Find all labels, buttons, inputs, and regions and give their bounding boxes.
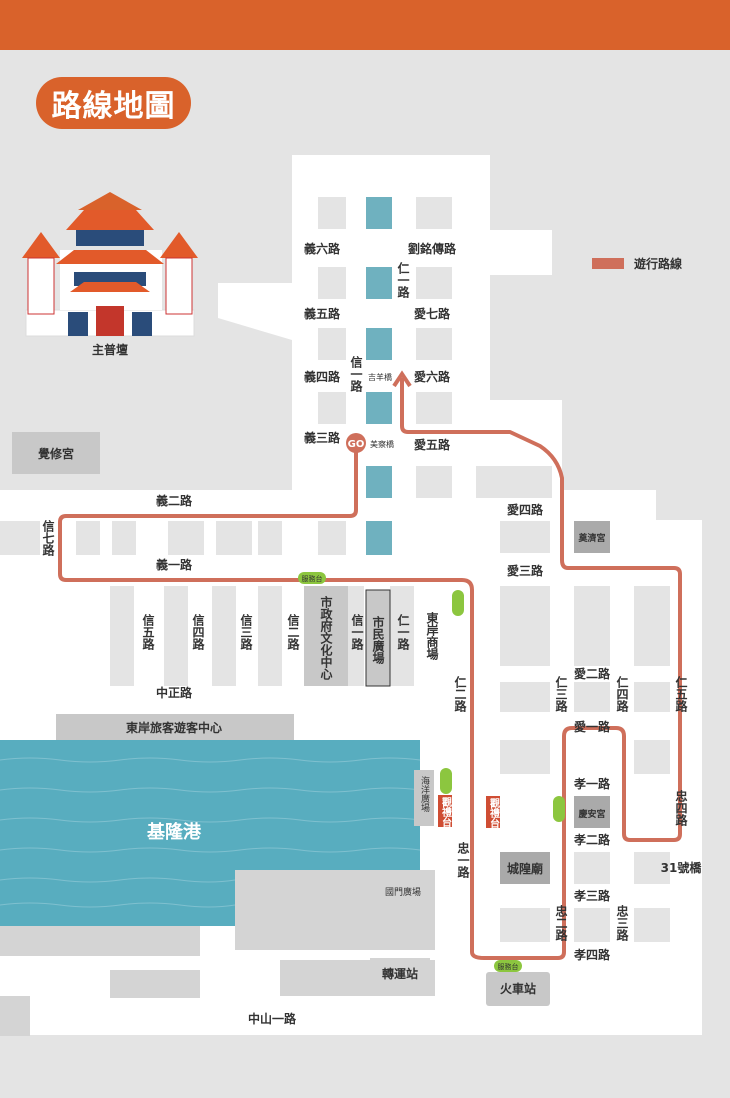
guolou-stage2-label: 觀禮台 xyxy=(488,797,500,829)
citizen-square-block xyxy=(365,589,391,687)
road-label: 中正路 xyxy=(156,685,193,700)
service-desk-label: 服務台 xyxy=(302,574,323,583)
road-label: 孝四路 xyxy=(573,947,611,962)
jiaoxiu-temple-block xyxy=(12,432,100,474)
go-marker xyxy=(346,433,366,453)
road-label: 中山一路 xyxy=(248,1011,297,1026)
bridge31-label: 31號橋 xyxy=(661,860,703,875)
blue-plazas xyxy=(366,197,392,555)
lower-blocks xyxy=(0,870,435,1036)
road-label: 愛七路 xyxy=(414,306,451,321)
road-label: 義一路 xyxy=(156,557,193,572)
jiyang-bridge-label: 吉羊橋 xyxy=(368,372,392,382)
route-arrow-icon xyxy=(392,370,412,388)
road-label: 忠二路 xyxy=(554,904,568,942)
guolou-stage-label: 觀禮台 xyxy=(440,796,452,828)
service-desk-icons xyxy=(298,572,565,972)
road-label: 仁三路 xyxy=(554,675,568,713)
city-blocks xyxy=(0,197,702,942)
harbor-label: 基隆港 xyxy=(146,821,202,843)
road-label: 劉銘傳路 xyxy=(407,241,457,256)
road-label: 愛六路 xyxy=(414,369,451,384)
road-label: 義三路 xyxy=(304,430,341,445)
road-label: 愛一路 xyxy=(574,719,611,734)
train-station-block xyxy=(486,972,550,1006)
road-label: 義四路 xyxy=(304,369,341,384)
guolou-stage2-block xyxy=(486,796,500,828)
transfer-station-label: 轉運站 xyxy=(382,966,418,981)
guomen-plaza-label: 國門廣場 xyxy=(385,886,421,898)
parade-route xyxy=(58,378,682,960)
page-title: 路線地圖 xyxy=(36,77,191,129)
road-label: 義二路 xyxy=(156,493,193,508)
legend: 遊行路線 xyxy=(592,255,682,272)
road-label: 仁一路 xyxy=(396,261,410,299)
qingan-temple-block xyxy=(574,796,610,828)
road-label: 忠四路 xyxy=(674,789,688,827)
train-station-label: 火車站 xyxy=(500,981,536,996)
ocean-plaza-block xyxy=(414,770,434,826)
road-label: 信一路 xyxy=(349,355,363,393)
road-label: 信三路 xyxy=(239,613,253,651)
road-label: 孝三路 xyxy=(573,888,611,903)
dianji-temple-block xyxy=(574,521,610,553)
road-label: 信五路 xyxy=(141,613,155,651)
road-label: 忠一路 xyxy=(456,841,470,879)
road-label: 愛四路 xyxy=(507,502,544,517)
ocean-plaza-label: 海洋廣場 xyxy=(419,775,430,813)
go-label: GO xyxy=(348,439,365,450)
terminal-label: 東岸旅客遊客中心 xyxy=(126,720,222,735)
road-label: 愛三路 xyxy=(507,563,544,578)
road-label: 仁一路 xyxy=(396,613,410,651)
citizen-square-label: 市民廣場 xyxy=(371,615,385,665)
civic-center-block xyxy=(304,586,348,686)
vertical-road-labels: 仁一路 信一路 信七路 信五路 信四路 信三路 信二路 信一路 仁一路 仁二路 … xyxy=(41,261,688,942)
road-label: 信二路 xyxy=(286,613,300,651)
east-mall-label: 東岸商場 xyxy=(425,611,439,661)
civic-center-label: 市政府文化中心 xyxy=(319,595,333,681)
main-altar-icon xyxy=(22,192,198,337)
meicha-bridge-label: 美察橋 xyxy=(370,439,394,449)
harbor-water xyxy=(0,740,420,926)
service-desk-label: 服務台 xyxy=(498,962,519,971)
road-label: 孝二路 xyxy=(573,832,611,847)
legend-swatch xyxy=(592,258,624,269)
guolou-stage-block xyxy=(438,795,452,827)
legend-label: 遊行路線 xyxy=(634,257,683,271)
road-label: 仁四路 xyxy=(615,675,629,713)
road-label: 信七路 xyxy=(41,519,55,557)
qingan-temple-label: 慶安宮 xyxy=(578,808,605,820)
chenghuang-temple-label: 城隍廟 xyxy=(507,861,543,876)
road-label: 信四路 xyxy=(191,613,205,651)
harbor-waves xyxy=(0,757,421,908)
road-label: 仁二路 xyxy=(453,675,467,713)
dianji-temple-label: 奠濟宮 xyxy=(577,532,605,544)
road-label: 仁五路 xyxy=(674,675,688,713)
main-altar-label: 主普壇 xyxy=(92,342,128,357)
terminal-block xyxy=(56,714,294,740)
road-label: 孝一路 xyxy=(573,776,611,791)
jiaoxiu-temple-label: 覺修宮 xyxy=(37,446,74,461)
road-label: 愛五路 xyxy=(414,437,451,452)
chenghuang-temple-block xyxy=(500,852,550,884)
road-label: 義五路 xyxy=(304,306,341,321)
road-label: 義六路 xyxy=(304,241,341,256)
road-label: 信一路 xyxy=(350,613,364,651)
top-banner xyxy=(0,0,730,50)
road-label: 愛二路 xyxy=(574,666,611,681)
road-label: 忠三路 xyxy=(615,904,629,942)
road-labels: 義六路 劉銘傳路 義五路 愛七路 義四路 愛六路 義三路 愛五路 義二路 義一路… xyxy=(156,241,611,1026)
